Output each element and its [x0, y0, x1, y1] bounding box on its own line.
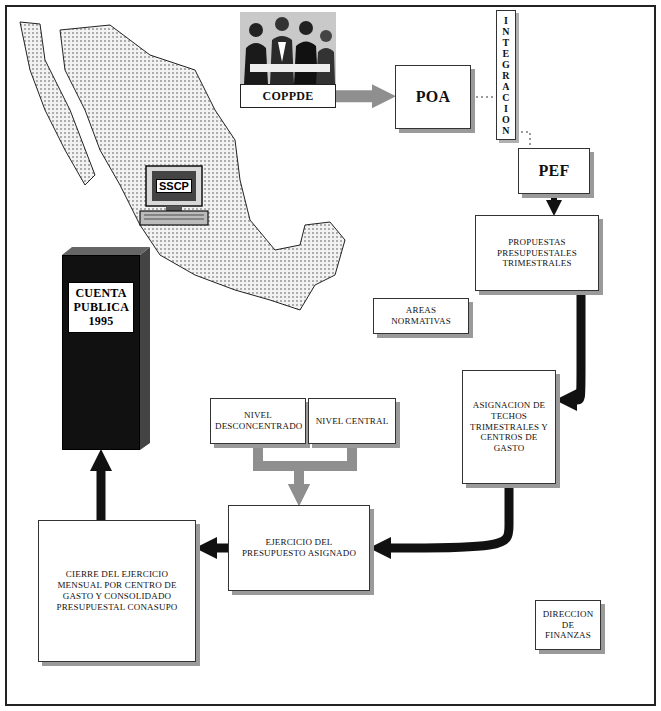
process-box: POA [395, 65, 471, 129]
flow-arrow [217, 544, 228, 553]
node-text: PROPUESTAS PRESUPUESTALES TRIMESTRALES [480, 237, 594, 269]
node-text: AREAS NORMATIVAS [378, 305, 464, 327]
system-label: SSCP [156, 179, 192, 193]
person-head [320, 30, 332, 42]
flow-arrow [516, 132, 530, 148]
map-peninsula [20, 22, 95, 185]
integration-bar: INTEGRACION [496, 10, 516, 140]
node-text: INTEGRACION [501, 15, 511, 136]
level-box: NIVEL DESCONCENTRADO [210, 398, 306, 444]
process-box: ASIGNACION DE TECHOS TRIMESTRALES Y CENT… [462, 370, 556, 484]
person-head [299, 21, 313, 35]
node-text: ASIGNACION DE TECHOS TRIMESTRALES Y CENT… [467, 400, 551, 454]
process-box: PROPUESTAS PRESUPUESTALES TRIMESTRALES [475, 215, 599, 291]
flow-arrow [471, 96, 496, 98]
computer-monitor [146, 166, 202, 206]
person-head [275, 17, 289, 31]
node-text: POA [416, 87, 451, 106]
node-text: DIRECCION DE FINANZAS [540, 609, 596, 641]
node-text: CUENTA PUBLICA 1995 [68, 282, 133, 333]
process-box: PEF [518, 148, 590, 194]
process-box: CIERRE DEL EJERCICIO MENSUAL POR CENTRO … [38, 520, 196, 662]
note-box: AREAS NORMATIVAS [373, 298, 469, 334]
flow-arrow [97, 471, 106, 520]
node-text: PEF [538, 161, 569, 180]
flow-arrow [336, 90, 372, 102]
table [250, 64, 330, 72]
committee-label: COPPDE [240, 84, 336, 108]
report-book: CUENTA PUBLICA 1995 [62, 255, 140, 450]
keyboard-keys [144, 215, 204, 219]
people-photo [244, 17, 335, 84]
photo-ground [240, 12, 336, 84]
note-box: DIRECCION DE FINANZAS [535, 600, 601, 650]
computer-keyboard [140, 211, 208, 225]
node-text: NIVEL CENTRAL [316, 416, 389, 427]
book-edge [140, 247, 150, 450]
node-text: EJERCICIO DEL PRESUPUESTO ASIGNADO [233, 537, 365, 559]
flow-arrow [577, 291, 581, 400]
flow-arrow [299, 444, 352, 484]
computer-stand [166, 206, 182, 211]
level-box: NIVEL CENTRAL [308, 398, 396, 444]
flow-arrow [258, 444, 299, 484]
person-body [244, 43, 268, 84]
person-shirt [278, 42, 286, 62]
node-text: NIVEL DESCONCENTRADO [215, 410, 301, 432]
computer-screen [152, 171, 196, 201]
node-text: COPPDE [263, 89, 314, 103]
person-head [249, 23, 263, 37]
flow-arrow [551, 194, 557, 200]
person-body [294, 42, 318, 85]
page-frame [6, 6, 655, 705]
node-text: CIERRE DEL EJERCICIO MENSUAL POR CENTRO … [43, 569, 191, 612]
book-top [62, 247, 150, 255]
process-box: EJERCICIO DEL PRESUPUESTO ASIGNADO [228, 505, 370, 591]
person-body [270, 36, 294, 84]
flow-arrow [391, 484, 509, 548]
